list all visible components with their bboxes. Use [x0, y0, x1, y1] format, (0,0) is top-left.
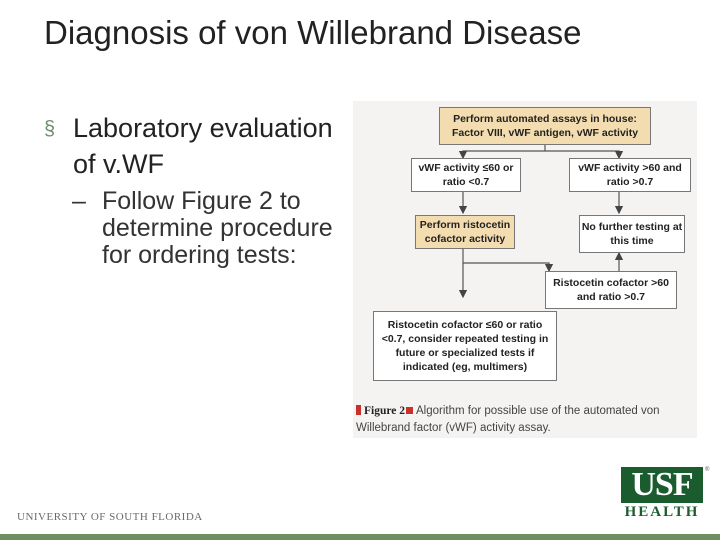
sub-bullet-item-figure: – Follow Figure 2 to determine procedure… — [44, 188, 334, 269]
flowchart-figure: Perform automated assays in house: Facto… — [353, 101, 697, 438]
university-wordmark: UNIVERSITY OF SOUTH FLORIDA — [17, 511, 203, 523]
usf-health-logo: USF HEALTH ® — [621, 467, 710, 525]
caption-square-icon — [406, 407, 413, 414]
arrow-top-to-right — [545, 150, 624, 160]
caption-label: Figure 2 — [364, 405, 405, 417]
bullet-list: § Laboratory evaluation of v.WF – Follow… — [44, 110, 334, 269]
flow-box-automated-assays: Perform automated assays in house: Facto… — [439, 107, 651, 145]
square-bullet-icon: § — [44, 118, 56, 140]
flow-box-vwf-high: vWF activity >60 and ratio >0.7 — [569, 158, 691, 192]
arrow-top-to-left — [458, 145, 546, 160]
slide-title: Diagnosis of von Willebrand Disease — [44, 14, 582, 51]
caption-marker-icon — [356, 405, 361, 415]
flow-box-vwf-low: vWF activity ≤60 or ratio <0.7 — [411, 158, 521, 192]
footer-accent-bar — [0, 534, 720, 540]
caption-text: Algorithm for possible use of the automa… — [356, 405, 660, 434]
logo-health-text: HEALTH — [624, 504, 700, 520]
flowchart-connectors — [458, 145, 624, 299]
dash-bullet-icon: – — [72, 187, 86, 215]
bullet-item-laboratory: § Laboratory evaluation of v.WF — [44, 110, 334, 182]
flow-box-ristocetin-high: Ristocetin cofactor >60 and ratio >0.7 — [545, 271, 677, 309]
logo-usf-text: USF — [621, 467, 703, 503]
arrow-ristocetin-to-high — [463, 262, 554, 273]
logo-trademark: ® — [705, 467, 710, 473]
sub-bullet-text: Follow Figure 2 to determine procedure f… — [102, 187, 333, 269]
flow-box-ristocetin: Perform ristocetin cofactor activity — [415, 215, 515, 249]
flow-box-ristocetin-low: Ristocetin cofactor ≤60 or ratio <0.7, c… — [373, 311, 557, 381]
flow-box-no-further-testing: No further testing at this time — [579, 215, 685, 253]
bullet-text: Laboratory evaluation of v.WF — [73, 113, 333, 179]
